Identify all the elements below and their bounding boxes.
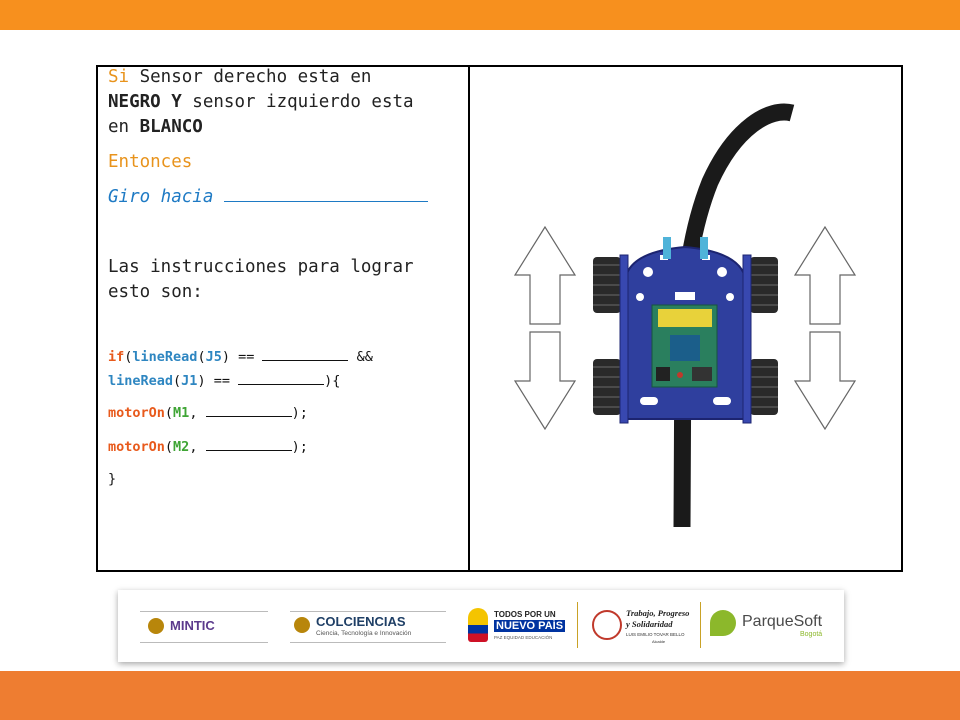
colombia-seal-icon [148, 618, 164, 634]
brace-open: ){ [324, 373, 341, 389]
j5-arg: J5 [205, 349, 222, 365]
giro-text: Giro hacia [108, 187, 214, 207]
condition-line-2: NEGRO Y sensor izquierdo esta [108, 90, 414, 115]
if-keyword: if [108, 349, 125, 365]
parquesoft-text: ParqueSoft [742, 613, 823, 630]
todos-text-3: PAZ EQUIDAD EDUCACIÓN [494, 635, 553, 640]
code-motor-2: motorOn(M2, ); [108, 438, 308, 455]
blank-m2 [205, 438, 292, 451]
parquesoft-logo: ParqueSoft Bogotá [710, 606, 836, 646]
sponsor-logos-strip: MINTIC COLCIENCIAS Ciencia, Tecnología e… [118, 590, 844, 662]
giro-line: Giro hacia [108, 185, 428, 210]
lineread-fn: lineRead [132, 349, 198, 365]
robot-chassis [619, 237, 752, 424]
robot-diagram [470, 67, 901, 570]
negro-y-text: NEGRO Y [108, 92, 182, 112]
end-2: ); [291, 439, 308, 455]
right-up-arrow-icon [793, 225, 857, 325]
header-bar [0, 0, 960, 30]
blank-m1 [205, 404, 292, 417]
parquesoft-leaf-icon [710, 610, 736, 636]
lineread-fn-2: lineRead [108, 373, 174, 389]
trabajo-text-2: y Solidaridad [626, 619, 673, 629]
comma-1: , [189, 405, 206, 421]
instructions-line-2: esto son: [108, 282, 203, 302]
bogota-text: Bogotá [800, 631, 823, 638]
m2-arg: M2 [173, 439, 190, 455]
alcaldia-logo: Trabajo, Progreso y Solidaridad LUIS EMI… [592, 602, 692, 650]
j1-arg: J1 [181, 373, 198, 389]
condition-text-2: sensor izquierdo esta [181, 92, 414, 112]
end-1: ); [291, 405, 308, 421]
mintic-text: MINTIC [170, 618, 215, 633]
robot-diagram-svg [513, 103, 857, 528]
eq-op-2: ) == [197, 373, 239, 389]
motoron-fn-1: motorOn [108, 405, 165, 421]
todos-por-un-nuevo-pais-logo: TODOS POR UN NUEVO PAÍS PAZ EQUIDAD EDUC… [468, 604, 566, 648]
en-text: en [108, 117, 140, 137]
condition-text: Sensor derecho esta en [129, 67, 372, 87]
motoron-fn-2: motorOn [108, 439, 165, 455]
code-motor-1: motorOn(M1, ); [108, 404, 308, 421]
giro-blank [223, 189, 428, 202]
code-if-line: if(lineRead(J5) == && [108, 348, 373, 365]
comma-2: , [189, 439, 206, 455]
divider-line [577, 602, 578, 648]
condition-line-3: en BLANCO [108, 115, 203, 140]
colciencias-logo: COLCIENCIAS Ciencia, Tecnología e Innova… [290, 611, 446, 643]
code-close: } [108, 471, 117, 487]
blank-j5 [262, 348, 349, 361]
left-up-arrow-icon [513, 225, 577, 325]
blanco-text: BLANCO [139, 117, 203, 137]
trabajo-text-1: Trabajo, Progreso [626, 608, 690, 618]
trabajo-text-3: LUIS EMILIO TOVAR BELLO [626, 632, 685, 637]
entonces-keyword: Entonces [108, 152, 193, 172]
m1-arg: M1 [173, 405, 190, 421]
mintic-logo: MINTIC [140, 611, 268, 643]
footer-bar [0, 671, 960, 720]
condition-line-1: Si Sensor derecho esta en [108, 65, 371, 90]
si-keyword: Si [108, 67, 130, 87]
right-down-arrow-icon [793, 331, 857, 431]
alcaldia-seal-icon [592, 610, 622, 640]
colciencias-subtitle: Ciencia, Tecnología e Innovación [316, 630, 412, 637]
code-if-line-2: lineRead(J1) == ){ [108, 372, 341, 389]
instructions-line-1: Las instrucciones para lograr [108, 257, 414, 277]
wheel-icon [593, 257, 778, 415]
left-down-arrow-icon [513, 331, 577, 431]
todos-text-2: NUEVO PAÍS [494, 620, 566, 632]
and-op: && [348, 349, 373, 365]
colombia-seal-icon-2 [294, 617, 310, 633]
todos-text-1: TODOS POR UN [494, 610, 556, 619]
trabajo-text-4: Alcalde [652, 639, 666, 644]
column-divider [468, 67, 470, 570]
colciencias-text: COLCIENCIAS [316, 614, 406, 629]
blank-j1 [238, 372, 325, 385]
divider-line-2 [700, 602, 701, 648]
flag-icon [468, 608, 488, 642]
content-table: Si Sensor derecho esta en NEGRO Y sensor… [96, 65, 903, 572]
paren: ( [124, 349, 133, 365]
eq-op: ) == [221, 349, 263, 365]
